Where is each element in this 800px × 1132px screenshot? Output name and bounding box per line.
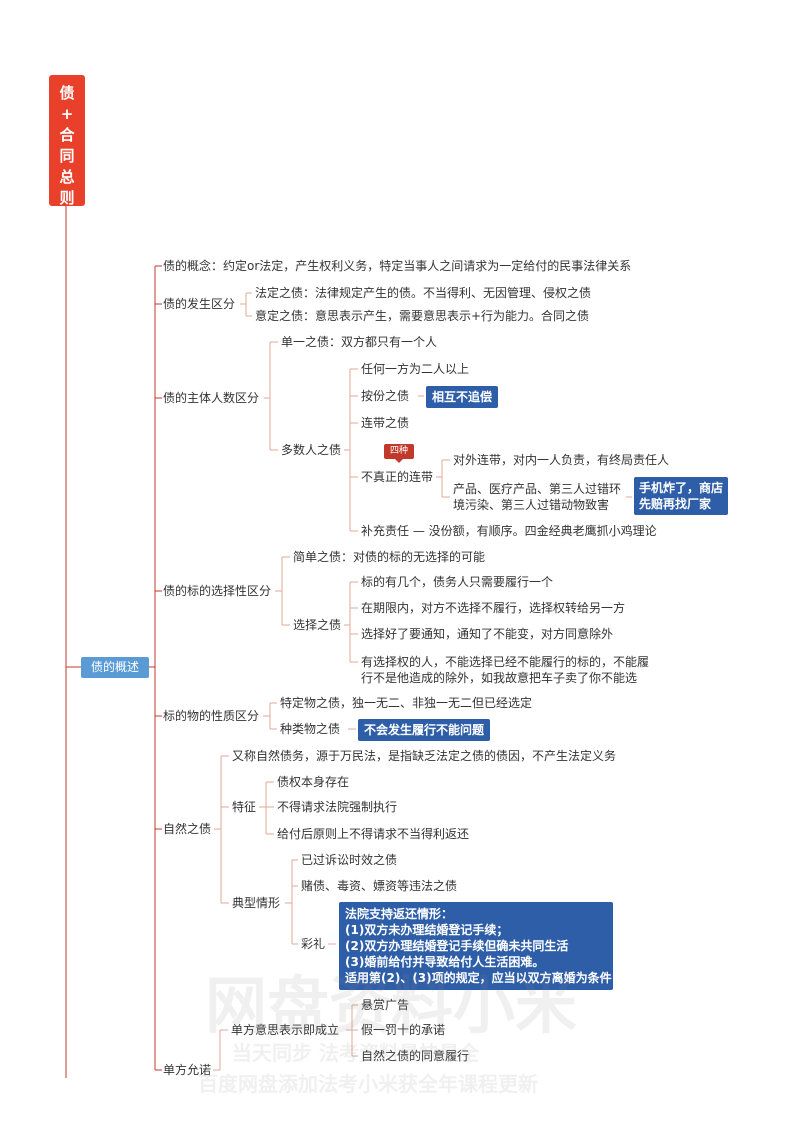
note-line: 法院支持返还情形： [345, 907, 454, 921]
node-unilateral-promise[interactable]: 单方允诺 [163, 1063, 212, 1077]
node-choice-rule-3[interactable]: 选择好了要通知，通知了不能变，对方同意除外 [361, 627, 614, 641]
node-feature-2[interactable]: 不得请求法院强制执行 [277, 800, 398, 814]
node-feature-1[interactable]: 债权本身存在 [277, 775, 350, 789]
root-char: + [60, 105, 74, 123]
note-line: 先赔再找厂家 [639, 497, 712, 511]
node-debt-concept[interactable]: 债的概念：约定or法定，产生权利义务，特定当事人之间请求为一定给付的民事法律关系 [163, 259, 632, 273]
root-char: 同 [59, 147, 75, 165]
node-single-debt[interactable]: 单一之债：双方都只有一个人 [281, 335, 438, 349]
node-product-cases-cont[interactable]: 境污染、第三人过错动物致害 [453, 498, 610, 512]
root-char: 合 [59, 126, 75, 144]
note-phone-explode: 手机炸了，商店 先赔再找厂家 [634, 477, 729, 515]
node-reward-ad[interactable]: 悬赏广告 [361, 998, 410, 1012]
node-bride-price[interactable]: 彩礼 [301, 937, 326, 951]
note-line: (1)双方未办理结婚登记手续； [345, 923, 509, 937]
node-two-or-more[interactable]: 任何一方为二人以上 [361, 362, 470, 376]
note-line: (2)双方办理结婚登记手续但确未共同生活 [345, 939, 569, 953]
node-choice-rule-2[interactable]: 在期限内，对方不选择不履行，选择权转给另一方 [361, 601, 626, 615]
node-choice-debt[interactable]: 选择之债 [293, 618, 342, 632]
node-natural-debt[interactable]: 自然之债 [163, 822, 212, 836]
node-features[interactable]: 特征 [232, 800, 257, 814]
node-choice-rule-1[interactable]: 标的有几个，债务人只需要履行一个 [361, 575, 554, 589]
root-topic[interactable]: 债 + 合 同 总 则 [49, 75, 85, 207]
node-subject-choice[interactable]: 债的标的选择性区分 [163, 584, 272, 598]
node-multi-debt[interactable]: 多数人之债 [281, 443, 342, 457]
watermark-line-2: 百度网盘添加法考小米获全年课程更新 [198, 1072, 538, 1096]
node-unilateral-sub[interactable]: 单方意思表示即成立 [231, 1023, 340, 1037]
watermark-big: 网盘资料小米 [205, 969, 578, 1042]
note-line: 手机炸了，商店 [639, 481, 724, 495]
root-char: 则 [59, 189, 75, 207]
node-choice-rule-4[interactable]: 有选择权的人，不能选择已经不能履行的标的，不能履 [361, 655, 650, 669]
watermark-line-1: 当天同步 法考资料最快最全 [232, 1041, 479, 1065]
node-specific-debt[interactable]: 特定物之债，独一无二、非独一无二但已经选定 [280, 696, 533, 710]
note-bride-price-rules: 法院支持返还情形： (1)双方未办理结婚登记手续； (2)双方办理结婚登记手续但… [339, 902, 613, 990]
node-supplementary-liability[interactable]: 补充责任 — 没份额，有顺序。四金经典老鹰抓小鸡理论 [361, 524, 657, 538]
node-product-cases[interactable]: 产品、医疗产品、第三人过错环 [453, 482, 622, 496]
root-char: 债 [59, 84, 75, 102]
node-choice-rule-4-cont[interactable]: 行不是他造成的除外，如我故意把车子卖了你不能选 [361, 671, 638, 685]
node-natural-debt-consent[interactable]: 自然之债的同意履行 [361, 1049, 470, 1063]
node-joint-debt[interactable]: 连带之债 [361, 416, 410, 430]
node-fake-one-penalty-ten[interactable]: 假一罚十的承诺 [361, 1023, 446, 1037]
node-natural-def[interactable]: 又称自然债务，源于万民法，是指缺乏法定之债的债因，不产生法定义务 [232, 749, 617, 763]
note-line: (3)婚前给付并导致给付人生活困难。 [345, 955, 545, 969]
node-improper-joint[interactable]: 不真正的连带 [361, 470, 434, 484]
tag-four-kinds: 四种 [384, 444, 414, 463]
note-no-impossibility: 不会发生履行不能问题 [358, 719, 491, 741]
node-feature-3[interactable]: 给付后原则上不得请求不当得利返还 [277, 827, 470, 841]
note-no-recourse: 相互不追偿 [426, 386, 499, 408]
root-char: 总 [59, 168, 75, 186]
note-line: 适用第(2)、(3)项的规定，应当以双方离婚为条件 [345, 971, 612, 985]
node-party-count[interactable]: 债的主体人数区分 [163, 391, 260, 405]
node-typical-2[interactable]: 赌债、毒资、嫖资等违法之债 [301, 879, 458, 893]
node-generic-debt[interactable]: 种类物之债 [280, 722, 341, 736]
node-share-debt[interactable]: 按份之债 [361, 389, 410, 403]
node-debt-origin[interactable]: 债的发生区分 [163, 297, 236, 311]
node-typical-cases[interactable]: 典型情形 [232, 896, 281, 910]
node-agreed-debt[interactable]: 意定之债：意思表示产生，需要意思表示+行为能力。合同之债 [255, 309, 590, 323]
branch-topic[interactable]: 债的概述 [81, 657, 149, 678]
node-object-nature[interactable]: 标的物的性质区分 [163, 709, 260, 723]
node-simple-debt[interactable]: 简单之债：对债的标的无选择的可能 [293, 550, 486, 564]
node-external-joint[interactable]: 对外连带，对内一人负责，有终局责任人 [453, 453, 670, 467]
node-statutory-debt[interactable]: 法定之债：法律规定产生的债。不当得利、无因管理、侵权之债 [255, 286, 592, 300]
node-typical-1[interactable]: 已过诉讼时效之债 [301, 853, 398, 867]
